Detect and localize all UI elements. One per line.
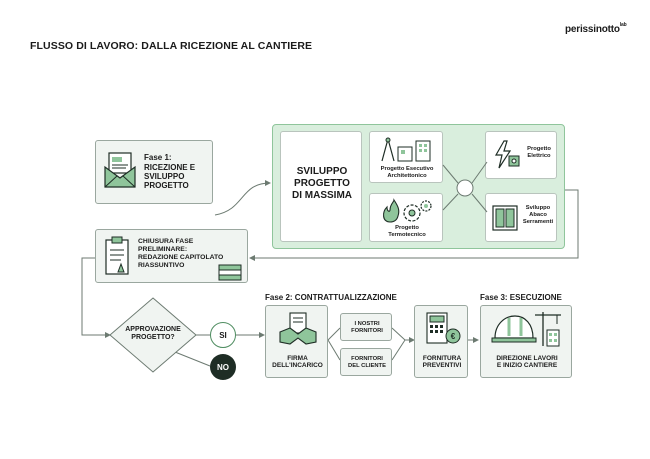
line-firma-nostri	[327, 327, 341, 341]
chiusura-line1: CHIUSURA FASE	[138, 238, 194, 245]
arrow-sviluppo-chiusura	[249, 189, 579, 261]
decision-line2: PROGETTO?	[131, 334, 175, 342]
phase2-title: Fase 2: CONTRATTUALIZZAZIONE	[265, 293, 397, 302]
calculator-icon: €	[426, 312, 461, 344]
phase1-line3: PROGETTO	[144, 181, 189, 191]
firma-line1: FIRMA	[287, 355, 308, 362]
svg-text:€: €	[451, 332, 456, 341]
lightning-icon	[494, 140, 520, 169]
decision-text: APPROVAZIONE PROGETTO?	[108, 326, 198, 342]
cliente-line2: del cliente	[348, 362, 386, 369]
decision-line1: APPROVAZIONE	[125, 326, 181, 333]
sviluppo-line1: SVILUPPO	[296, 166, 348, 177]
line-nostri-fornitura	[391, 327, 406, 341]
chiusura-card: CHIUSURA FASE PRELIMINARE: REDAZIONE CAP…	[95, 229, 248, 283]
phase3-line2: E INIZIO CANTIERE	[496, 362, 558, 370]
handshake-icon	[279, 312, 317, 345]
fornitura-line2: PREVENTIVI	[422, 362, 462, 370]
serramenti-line1: Sviluppo	[525, 205, 551, 211]
serramenti-card: Sviluppo Abaco Serramenti	[485, 193, 557, 242]
no-button[interactable]: NO	[210, 354, 236, 380]
phase3-line1: DIREZIONE LAVORI	[496, 355, 558, 362]
fornitura-line1: FORNITURA	[422, 355, 462, 362]
helmet-crane-icon	[491, 312, 561, 347]
page-title: FLUSSO DI LAVORO: DALLA RICEZIONE AL CAN…	[30, 40, 313, 52]
money-icon	[218, 264, 242, 281]
sviluppo-card: SVILUPPO PROGETTO DI MASSIMA	[280, 131, 362, 242]
line-firma-cliente	[327, 339, 341, 361]
chiusura-line3: REDAZIONE CAPITOLATO	[138, 254, 224, 262]
esecutivo-card: Progetto Esecutivo Architettonico	[369, 131, 443, 183]
cliente-line1: Fornitori	[351, 356, 383, 362]
envelope-icon	[104, 152, 136, 188]
decision-diamond	[109, 297, 197, 373]
sviluppo-line2: PROGETTO	[294, 178, 350, 189]
serramenti-line3: Serramenti	[522, 218, 554, 225]
logo-text: perissinotto	[565, 24, 620, 35]
hub-connector	[442, 161, 488, 213]
phase3-title: Fase 3: ESECUZIONE	[480, 293, 562, 302]
phase3-card: DIREZIONE LAVORI E INIZIO CANTIERE	[480, 305, 572, 378]
clipboard-icon	[105, 236, 129, 275]
esecutivo-line2: Architettonico	[387, 172, 427, 179]
elettrico-line1: Progetto	[527, 146, 551, 152]
nostri-line1: I NOSTRI	[354, 321, 380, 327]
nostri-line2: FORNITORI	[351, 327, 383, 334]
logo: perissinottolab	[565, 22, 627, 35]
compass-icon	[381, 137, 431, 162]
termotecnico-line1: Progetto	[395, 225, 419, 231]
window-icon	[492, 205, 518, 231]
phase1-label: Fase 1:	[144, 153, 172, 162]
firma-card: FIRMA DELL'INCARICO	[265, 305, 328, 378]
logo-sup: lab	[619, 22, 627, 28]
esecutivo-line1: Progetto Esecutivo	[380, 166, 434, 172]
fornitura-card: € FORNITURA PREVENTIVI	[414, 305, 468, 378]
phase1-card: Fase 1: RICEZIONE E SVILUPPO PROGETTO	[95, 140, 213, 204]
firma-line2: DELL'INCARICO	[272, 362, 323, 370]
phase1-line1: RICEZIONE E	[144, 163, 196, 172]
arrow-chiusura-decision	[81, 257, 111, 338]
serramenti-line2: Abaco	[529, 211, 547, 218]
fornitori-cliente-card: Fornitori del cliente	[340, 348, 392, 376]
termotecnico-line2: Termotecnico	[388, 231, 426, 238]
arrow-phase1-sviluppo	[214, 180, 271, 216]
termotecnico-card: Progetto Termotecnico	[369, 193, 443, 242]
line-decision-no	[169, 349, 211, 367]
chiusura-line4: RIASSUNTIVO	[138, 262, 185, 270]
yes-button[interactable]: SI	[210, 322, 236, 348]
phase1-line2: SVILUPPO	[144, 172, 185, 182]
elettrico-line2: Elettrico	[527, 152, 551, 159]
elettrico-card: Progetto Elettrico	[485, 131, 557, 179]
sviluppo-line3: DI MASSIMA	[292, 190, 352, 201]
chiusura-line2: PRELIMINARE:	[138, 246, 188, 254]
line-cliente-fornitura	[391, 339, 406, 361]
fire-gear-icon	[383, 198, 432, 223]
nostri-fornitori-card: I NOSTRI FORNITORI	[340, 313, 392, 341]
